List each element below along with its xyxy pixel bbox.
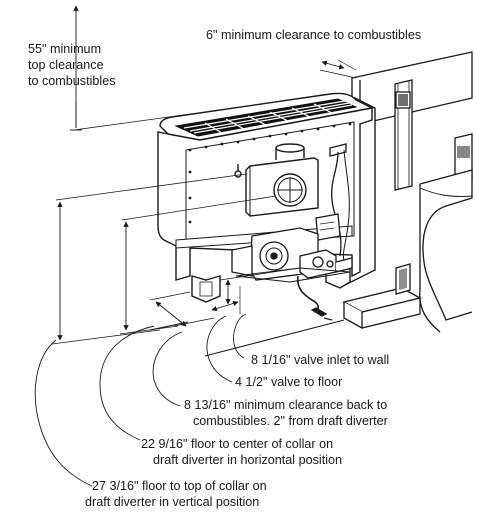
top-grille [174, 98, 358, 137]
back-clearance-line-1: 8 13/16" minimum clearance back to [184, 398, 388, 412]
valve-floor-label: 4 1/2" valve to floor [235, 375, 343, 389]
draft-diverter [234, 143, 319, 217]
wall-structure [149, 51, 473, 357]
top-clearance-line-3: to combustibles [28, 74, 116, 88]
collar-top-line-2: draft diverter in vertical position [85, 495, 260, 509]
dimension-lines [51, 5, 357, 345]
back-clearance-line-2: combustibles. 2" from draft diverter [193, 414, 388, 428]
callout-leaders [34, 313, 247, 487]
collar-top-line-1: 27 3/16" floor to top of collar on [92, 479, 267, 493]
valve-inlet-wall-label: 8 1/16" valve inlet to wall [251, 353, 390, 367]
top-clearance-line-2: top clearance [28, 58, 104, 72]
collar-center-line-1: 22 9/16" floor to center of collar on [141, 437, 334, 451]
top-clearance-line-1: 55" minimum [28, 42, 102, 56]
side-clearance-label: 6" minimum clearance to combustibles [206, 28, 422, 42]
collar-center-line-2: draft diverter in horizontal position [153, 453, 343, 467]
gas-valve-assembly [231, 143, 353, 321]
